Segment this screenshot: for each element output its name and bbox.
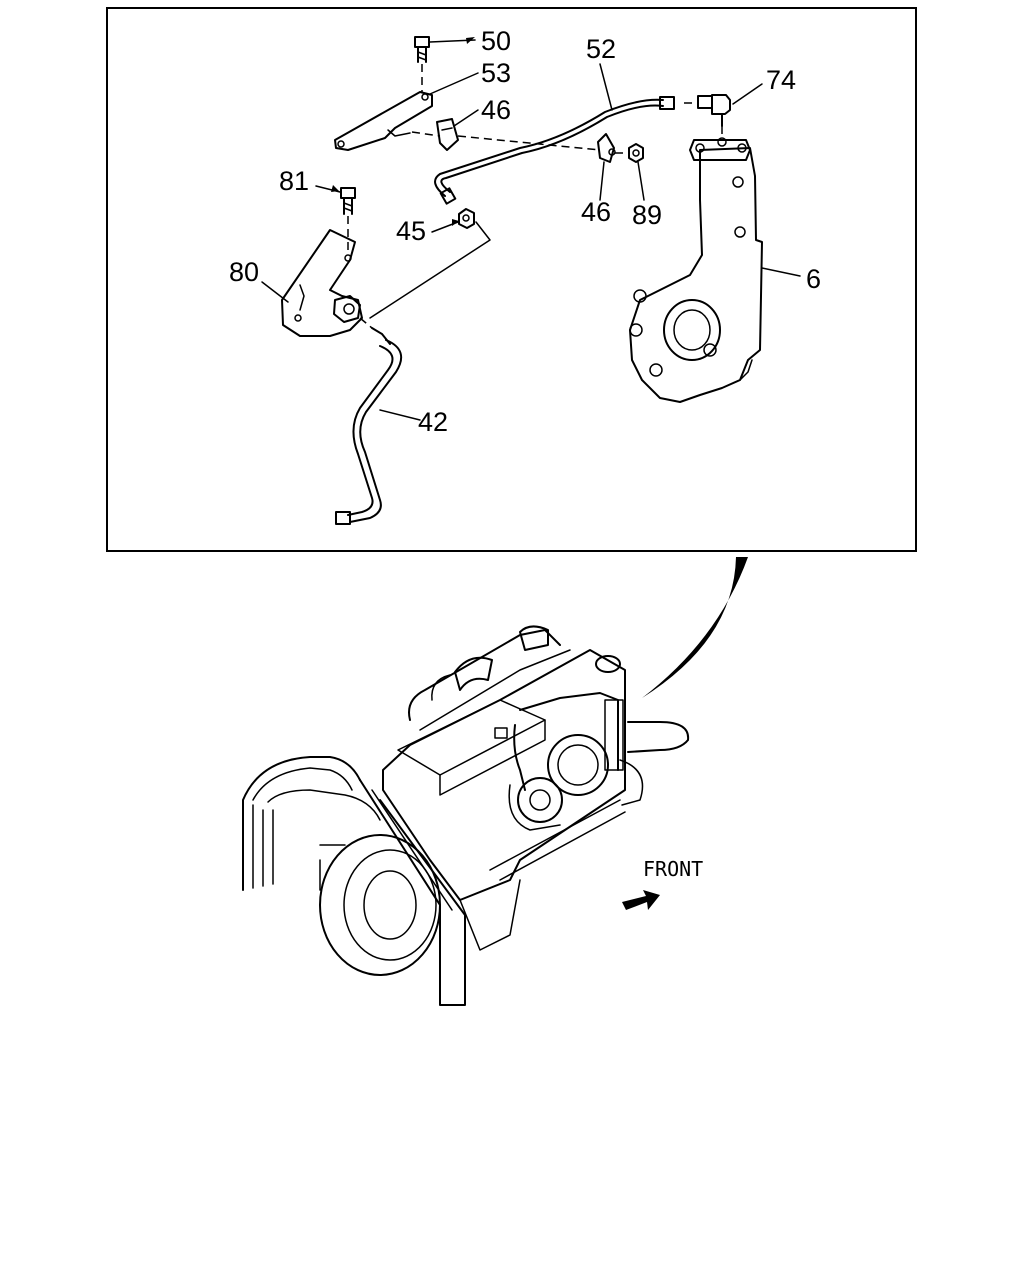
detail-frame — [106, 7, 917, 552]
housing-6 — [629, 137, 763, 403]
clip-46-left — [436, 118, 601, 151]
bolt-50 — [414, 36, 430, 92]
leader-lines — [261, 37, 801, 421]
label-6: 6 — [806, 264, 821, 294]
bracket-80 — [281, 229, 373, 337]
front-arrow-icon — [622, 890, 660, 910]
label-89: 89 — [632, 200, 662, 230]
label-42: 42 — [418, 407, 448, 437]
label-46-upper: 46 — [481, 95, 511, 125]
pipe-42 — [335, 327, 403, 525]
label-52: 52 — [586, 34, 616, 64]
label-53: 53 — [481, 58, 511, 88]
pipe-52 — [434, 96, 675, 205]
label-80: 80 — [229, 257, 259, 287]
label-46-lower: 46 — [581, 197, 611, 227]
label-50: 50 — [481, 26, 511, 56]
nut-89 — [615, 143, 644, 163]
clip-46-right — [597, 133, 616, 163]
label-45: 45 — [396, 216, 426, 246]
callout-swoosh — [642, 557, 748, 698]
bolt-81 — [340, 187, 356, 252]
engine-overview — [242, 625, 690, 1006]
bracket-53 — [334, 91, 441, 151]
front-label: FRONT — [643, 857, 703, 881]
label-81: 81 — [279, 166, 309, 196]
label-74: 74 — [766, 65, 796, 95]
elbow-74 — [684, 94, 731, 138]
nut-45 — [369, 208, 491, 319]
part-labels: 50 53 46 52 74 81 46 89 45 80 6 42 — [229, 26, 821, 437]
